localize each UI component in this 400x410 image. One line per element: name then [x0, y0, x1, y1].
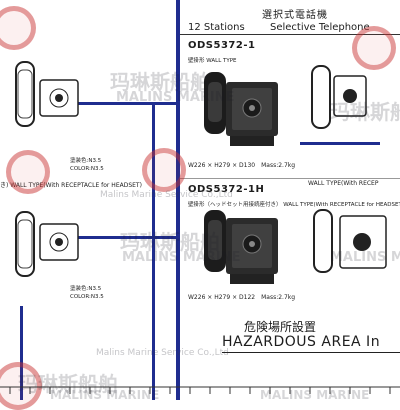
model-description: 壁掛形（ヘッドセット用接続座付き） WALL TYPE(With RECEPTA… — [188, 202, 400, 208]
hazardous-area-en: HAZARDOUS AREA In — [222, 334, 381, 350]
wall-telephone-photo — [204, 210, 278, 284]
stations-label: 12 Stations — [188, 22, 245, 33]
watermark-en: MALINS MARINE — [330, 250, 400, 265]
color-note: COLOR:N3.5 — [70, 294, 104, 300]
hazardous-rule — [222, 352, 400, 353]
watermark-cn: 玛琳斯船舶 — [330, 100, 400, 124]
station-box-icon — [39, 223, 79, 261]
color-note: COLOR:N3.5 — [70, 166, 104, 172]
model-number: ODS5372-1 — [188, 40, 256, 51]
spec-text: W226 × H279 × D130 Mass:2.7kg — [188, 162, 296, 169]
telephone-handset-icon — [313, 209, 387, 273]
wiring-line — [300, 142, 380, 145]
scale-ruler — [0, 386, 400, 394]
watermark-logo-icon — [0, 6, 36, 50]
wiring-bus-vertical — [176, 0, 180, 400]
telephone-handset-icon — [15, 61, 35, 127]
watermark-overlay: Malins Marine Service Co.,Ltd — [96, 348, 229, 358]
side-label: WALL TYPE(With RECEP — [308, 180, 379, 187]
telephone-handset-icon — [311, 65, 367, 129]
watermark-logo-icon — [142, 148, 186, 192]
jp-title: 選択式電話機 — [262, 10, 328, 21]
header-rule — [180, 34, 400, 35]
watermark-logo-icon — [6, 150, 50, 194]
color-note: 塗装色:N3.5 — [70, 286, 102, 292]
section-rule — [180, 178, 400, 179]
watermark-cn: 玛琳斯船舶 — [18, 372, 118, 396]
wiring-line — [152, 104, 155, 400]
color-note: 塗装色:N3.5 — [70, 158, 102, 164]
model-description: 壁掛形 WALL TYPE — [188, 58, 237, 64]
watermark-en: MALINS MARINE — [50, 388, 160, 402]
product-title: Selective Telephone — [270, 22, 370, 33]
wiring-line — [42, 236, 178, 239]
watermark-cn: 玛琳斯船舶 — [120, 230, 220, 254]
wiring-line — [20, 306, 23, 400]
watermark-en: MALINS MARINE — [260, 388, 370, 402]
wiring-line — [42, 102, 178, 105]
watermark-en: MALINS MARINE — [122, 250, 241, 265]
spec-text: W226 × H279 × D122 Mass:2.7kg — [188, 294, 296, 301]
wall-telephone-photo — [204, 72, 278, 146]
watermark-en: MALINS MARINE — [116, 90, 235, 105]
station-box-icon — [39, 79, 79, 117]
watermark-logo-icon — [352, 26, 396, 70]
side-label: き) WALL TYPE(With RECEPTACLE for HEADSET… — [0, 182, 142, 189]
watermark-overlay: Malins Marine Service Co.,Ltd — [100, 190, 233, 200]
watermark-cn: 玛琳斯船舶 — [110, 70, 210, 94]
telephone-handset-icon — [15, 211, 35, 277]
hazardous-area-jp: 危険場所設置 — [244, 320, 317, 334]
model-number: ODS5372-1H — [188, 184, 265, 195]
